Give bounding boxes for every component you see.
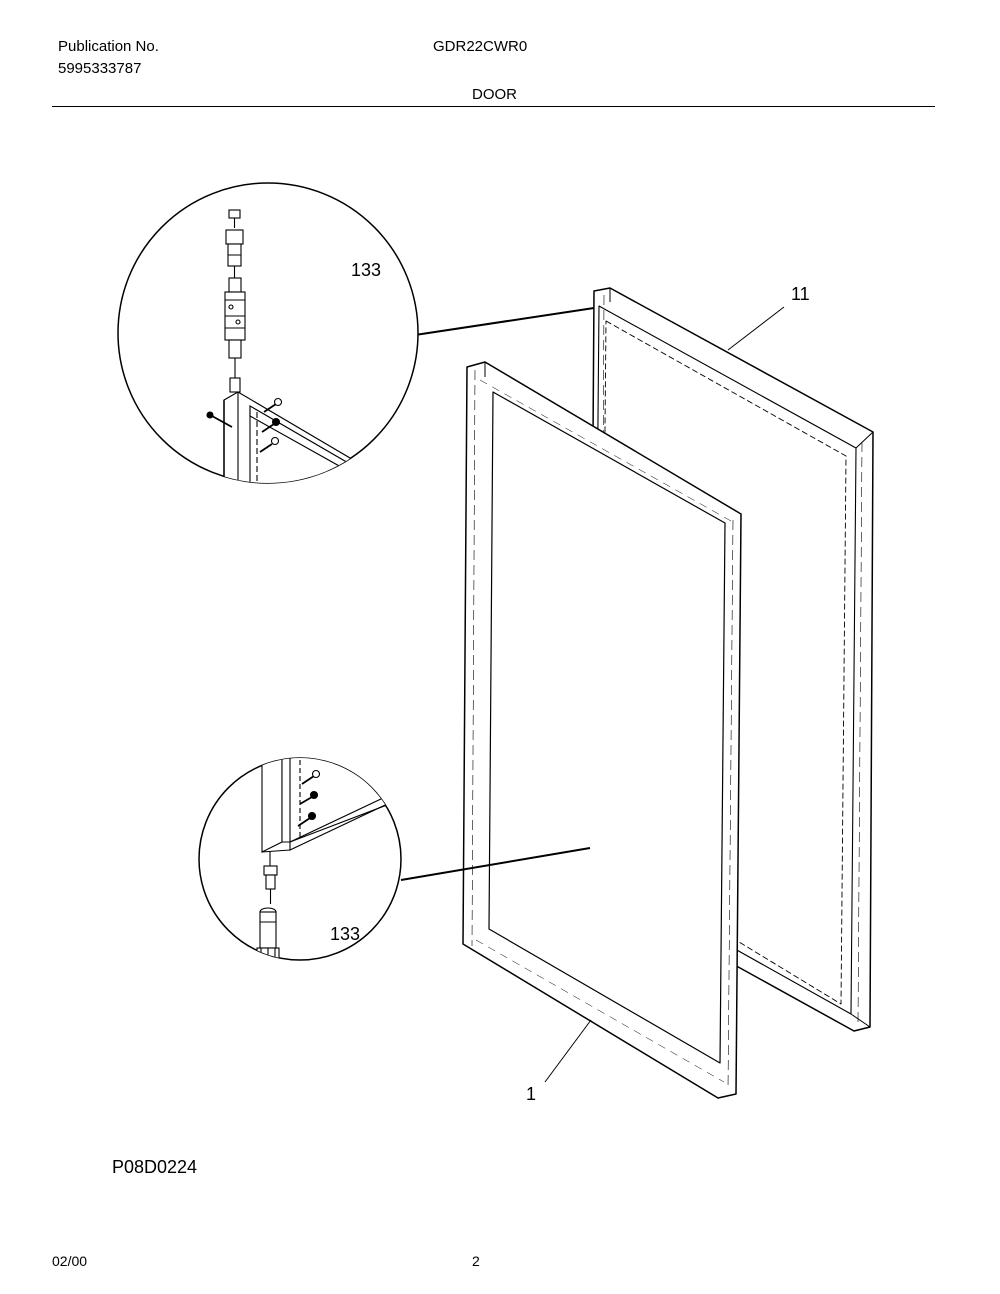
callout-door-panel: 11 — [791, 284, 810, 304]
callout-hinge-bottom: 133 — [330, 924, 360, 944]
drawing-id: P08D0224 — [112, 1157, 198, 1177]
footer-date: 02/00 — [52, 1253, 88, 1269]
section-title: DOOR — [472, 86, 517, 103]
header-rule — [52, 106, 935, 107]
page-number: 2 — [472, 1253, 480, 1269]
door-gasket — [462, 361, 742, 1099]
leader-lines — [400, 306, 785, 1083]
publication-number: 5995333787 — [58, 60, 142, 77]
callout-gasket: 1 — [526, 1084, 536, 1104]
publication-label: Publication No. — [58, 38, 159, 55]
callout-hinge-top: 133 — [351, 260, 381, 280]
bottom-hinge-detail — [198, 757, 402, 961]
model-number: GDR22CWR0 — [433, 38, 528, 55]
top-hinge-detail — [117, 182, 419, 484]
